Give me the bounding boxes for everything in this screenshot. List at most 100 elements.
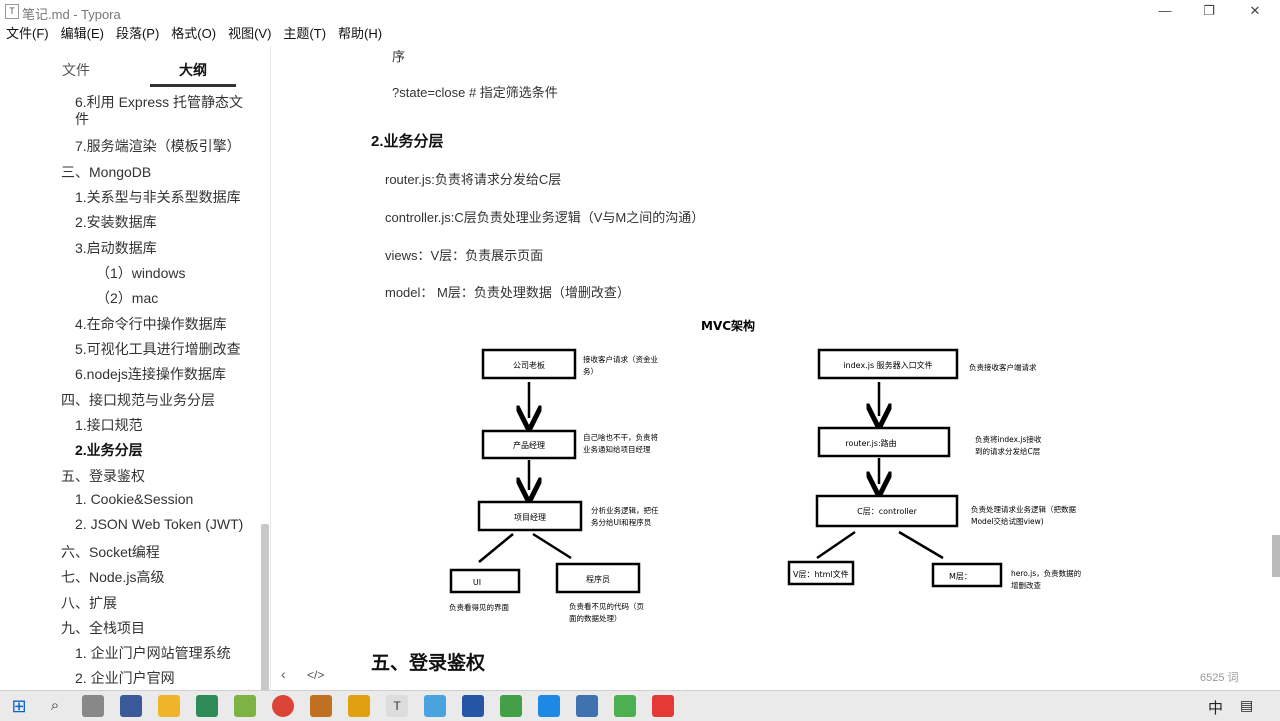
- outline-item[interactable]: 1. 企业门户网站管理系统: [75, 645, 231, 661]
- file-explorer-icon[interactable]: [158, 695, 180, 717]
- outline-item[interactable]: 5.可视化工具进行增删改查: [75, 341, 241, 357]
- dev-note-2: 面的数据处理）: [569, 613, 622, 623]
- diagram-title: MVC架构: [701, 318, 755, 333]
- pm-note-1: 自己啥也不干，负责将: [583, 432, 658, 442]
- m-note-2: 增删改查: [1011, 580, 1041, 590]
- index-note: 负责接收客户端请求: [969, 362, 1037, 372]
- outline-item[interactable]: 4.在命令行中操作数据库: [75, 316, 227, 332]
- menu-view[interactable]: 视图(V): [228, 26, 272, 41]
- windows-taskbar: ⊞ ⌕ T 中 ▤: [0, 690, 1280, 721]
- editor-content[interactable]: 序 ?state=close # 指定筛选条件 2.业务分层 router.js…: [271, 46, 1271, 690]
- outline-item[interactable]: 六、Socket编程: [61, 544, 160, 560]
- menu-paragraph[interactable]: 段落(P): [115, 26, 160, 41]
- ui-note: 负责看得见的界面: [449, 602, 509, 612]
- box-controller: [815, 494, 959, 528]
- outline-item[interactable]: 1.关系型与非关系型数据库: [75, 189, 241, 205]
- outline-item[interactable]: 五、登录鉴权: [61, 468, 145, 484]
- back-arrow-icon[interactable]: ‹: [281, 666, 286, 682]
- sublime-icon[interactable]: [310, 695, 332, 717]
- outline-item[interactable]: 四、接口规范与业务分层: [61, 392, 215, 408]
- powershell-icon[interactable]: [462, 695, 484, 717]
- dev-note-1: 负责看不见的代码（页: [569, 601, 644, 611]
- windows-start-icon[interactable]: ⊞: [11, 696, 27, 716]
- paragraph-seq: 序: [392, 49, 406, 64]
- outline-item[interactable]: 三、MongoDB: [61, 164, 152, 180]
- box-view-label: V层：html文件: [793, 569, 849, 579]
- app-blue-icon[interactable]: [424, 695, 446, 717]
- maximize-button[interactable]: ❐: [1203, 3, 1215, 18]
- outline-item[interactable]: 八、扩展: [61, 595, 117, 611]
- outline-item[interactable]: （2）mac: [96, 290, 159, 306]
- app-c-red-icon[interactable]: [652, 695, 674, 717]
- outline-item[interactable]: 1.接口规范: [75, 417, 143, 433]
- router-note-2: 到的请求分发给C层: [975, 446, 1041, 456]
- paragraph-router: router.js:负责将请求分发给C层: [385, 172, 562, 187]
- outline-item[interactable]: 3.启动数据库: [75, 240, 157, 256]
- m-note-1: hero.js，负责数据的: [1011, 568, 1081, 578]
- outline-item[interactable]: 2.业务分层: [75, 442, 143, 458]
- menu-format[interactable]: 格式(O): [171, 26, 217, 41]
- box-index-label: index.js 服务器入口文件: [843, 360, 932, 370]
- vscode-icon[interactable]: [538, 695, 560, 717]
- outline-item[interactable]: 2.安装数据库: [75, 214, 157, 230]
- router-note-1: 负责将index.js接收: [975, 434, 1042, 444]
- tab-outline[interactable]: 大纲: [179, 62, 207, 78]
- box-project-manager: [477, 500, 583, 532]
- sidebar-scrollbar[interactable]: [261, 524, 269, 690]
- box-model-label: M层：: [949, 572, 972, 581]
- sidebar-tabs: 文件 大纲: [0, 46, 270, 88]
- paragraph-views: views：V层：负责展示页面: [385, 248, 544, 263]
- minimize-button[interactable]: —: [1158, 3, 1172, 18]
- outline-item[interactable]: （1）windows: [96, 265, 186, 281]
- word-count[interactable]: 6525 词: [1200, 672, 1239, 684]
- chrome-icon[interactable]: [272, 695, 294, 717]
- source-code-icon[interactable]: </>: [307, 668, 325, 682]
- outline-item[interactable]: 6.利用 Express 托管静态文: [75, 94, 244, 110]
- menu-file[interactable]: 文件(F): [6, 26, 49, 41]
- line-to-v: [816, 530, 856, 560]
- outline-item[interactable]: 2. 企业门户官网: [75, 670, 175, 686]
- app-green-icon[interactable]: [196, 695, 218, 717]
- line-to-m: [898, 530, 944, 560]
- menu-edit[interactable]: 编辑(E): [60, 26, 104, 41]
- menu-help[interactable]: 帮助(H): [338, 26, 383, 41]
- box-controller-label: C层：controller: [857, 507, 917, 516]
- paragraph-model: model： M层：负责处理数据（增删改查）: [385, 285, 630, 300]
- proj-note-2: 务分给UI和程序员: [591, 517, 652, 527]
- editor-scrollbar[interactable]: [1272, 535, 1280, 577]
- c-note-1: 负责处理请求业务逻辑（把数据: [971, 504, 1076, 514]
- heading-login-auth: 五、登录鉴权: [371, 653, 486, 674]
- search-icon[interactable]: ⌕: [50, 697, 60, 714]
- outline-item[interactable]: 件: [75, 111, 89, 127]
- box-pm-label: 产品经理: [513, 440, 545, 450]
- menu-bar: 文件(F) 编辑(E) 段落(P) 格式(O) 视图(V) 主题(T) 帮助(H): [0, 22, 1280, 46]
- tab-files[interactable]: 文件: [62, 62, 90, 78]
- app-p-icon[interactable]: [120, 695, 142, 717]
- folder-icon[interactable]: [348, 695, 370, 717]
- app-chart-icon[interactable]: [576, 695, 598, 717]
- box-ui: [449, 568, 521, 594]
- line-to-ui: [478, 533, 514, 563]
- box-model: [931, 562, 1003, 588]
- title-bar: T 笔记.md - Typora — ❐ ✕: [0, 0, 1280, 22]
- box-project-manager-label: 项目经理: [514, 512, 546, 522]
- notification-icon[interactable]: ▤: [1240, 697, 1254, 713]
- boss-note-2: 务）: [583, 366, 598, 376]
- app-triangle-icon[interactable]: [500, 695, 522, 717]
- outline-item[interactable]: 七、Node.js高级: [61, 569, 165, 585]
- app-c-green-icon[interactable]: [614, 695, 636, 717]
- ime-indicator[interactable]: 中: [1208, 700, 1224, 717]
- box-developer: [555, 562, 641, 594]
- box-index: [817, 348, 959, 380]
- typora-taskbar-icon[interactable]: T: [386, 695, 408, 717]
- outline-item[interactable]: 2. JSON Web Token (JWT): [75, 516, 244, 532]
- menu-theme[interactable]: 主题(T): [283, 26, 327, 41]
- outline-item[interactable]: 6.nodejs连接操作数据库: [75, 366, 226, 382]
- outline-item[interactable]: 九、全栈项目: [61, 620, 145, 636]
- app-gear-icon[interactable]: [234, 695, 256, 717]
- outline-item[interactable]: 1. Cookie&Session: [75, 491, 194, 507]
- close-button[interactable]: ✕: [1249, 3, 1261, 18]
- taskview-icon[interactable]: [82, 695, 104, 717]
- heading-business-layer: 2.业务分层: [371, 133, 444, 150]
- outline-item[interactable]: 7.服务端渲染（模板引擎）: [75, 138, 241, 154]
